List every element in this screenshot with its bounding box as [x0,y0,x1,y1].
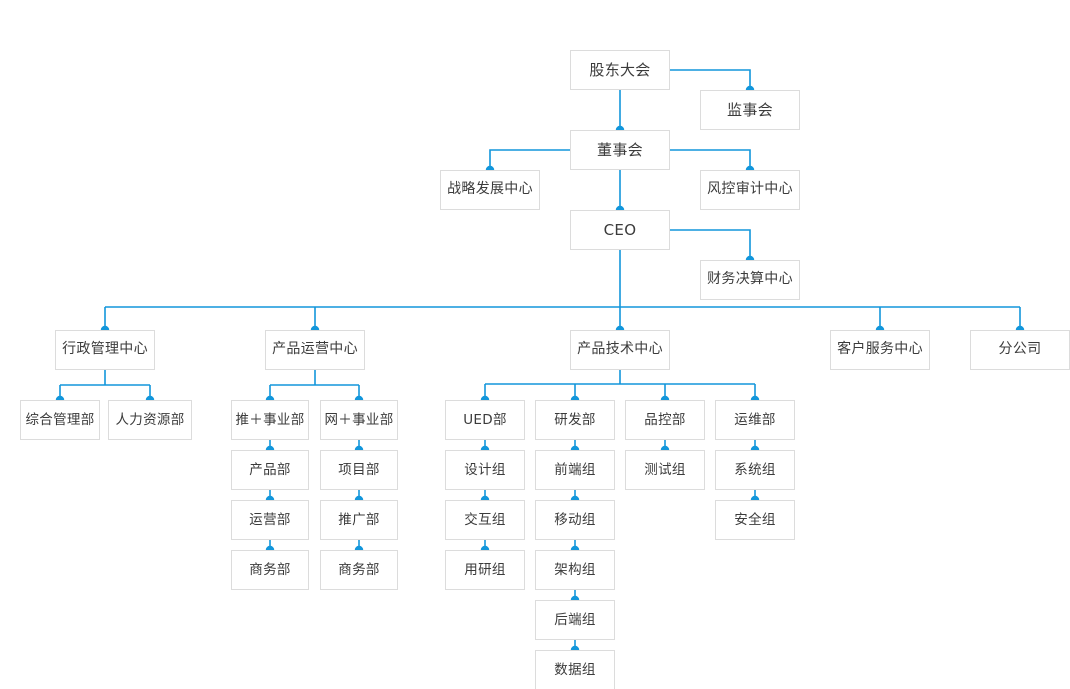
org-node-mobile-group[interactable]: 移动组 [535,500,615,540]
org-node-risk-audit[interactable]: 风控审计中心 [700,170,800,210]
org-node-ued-dept[interactable]: UED部 [445,400,525,440]
org-node-backend-group[interactable]: 后端组 [535,600,615,640]
org-node-ceo[interactable]: CEO [570,210,670,250]
org-node-product-dept[interactable]: 产品部 [231,450,309,490]
org-node-ops-dept[interactable]: 运维部 [715,400,795,440]
org-node-hr[interactable]: 人力资源部 [108,400,192,440]
org-node-supervisors[interactable]: 监事会 [700,90,800,130]
connector-line [670,149,751,170]
org-node-security-group[interactable]: 安全组 [715,500,795,540]
org-node-interaction-group[interactable]: 交互组 [445,500,525,540]
org-node-project-dept[interactable]: 项目部 [320,450,398,490]
org-node-data-group[interactable]: 数据组 [535,650,615,689]
org-node-test-group[interactable]: 测试组 [625,450,705,490]
connector-line [670,69,751,90]
org-node-shareholders[interactable]: 股东大会 [570,50,670,90]
org-node-architecture-group[interactable]: 架构组 [535,550,615,590]
org-node-frontend-group[interactable]: 前端组 [535,450,615,490]
org-node-promotion-dept[interactable]: 推广部 [320,500,398,540]
connector-line [489,149,570,170]
org-node-strategy[interactable]: 战略发展中心 [440,170,540,210]
org-node-tui-bu[interactable]: 推＋事业部 [231,400,309,440]
org-node-board[interactable]: 董事会 [570,130,670,170]
org-node-business-dept-b[interactable]: 商务部 [320,550,398,590]
org-node-admin-center[interactable]: 行政管理中心 [55,330,155,370]
connector-line [670,229,751,260]
org-node-rd-dept[interactable]: 研发部 [535,400,615,440]
org-node-product-ops-center[interactable]: 产品运营中心 [265,330,365,370]
org-node-wang-bu[interactable]: 网＋事业部 [320,400,398,440]
org-node-product-tech-center[interactable]: 产品技术中心 [570,330,670,370]
org-node-user-research-group[interactable]: 用研组 [445,550,525,590]
org-node-design-group[interactable]: 设计组 [445,450,525,490]
org-node-operations-dept[interactable]: 运营部 [231,500,309,540]
org-node-business-dept-a[interactable]: 商务部 [231,550,309,590]
org-node-finance[interactable]: 财务决算中心 [700,260,800,300]
org-node-qa-dept[interactable]: 品控部 [625,400,705,440]
org-node-customer-service-center[interactable]: 客户服务中心 [830,330,930,370]
org-node-branch[interactable]: 分公司 [970,330,1070,370]
org-node-general-admin[interactable]: 综合管理部 [20,400,100,440]
org-node-system-group[interactable]: 系统组 [715,450,795,490]
